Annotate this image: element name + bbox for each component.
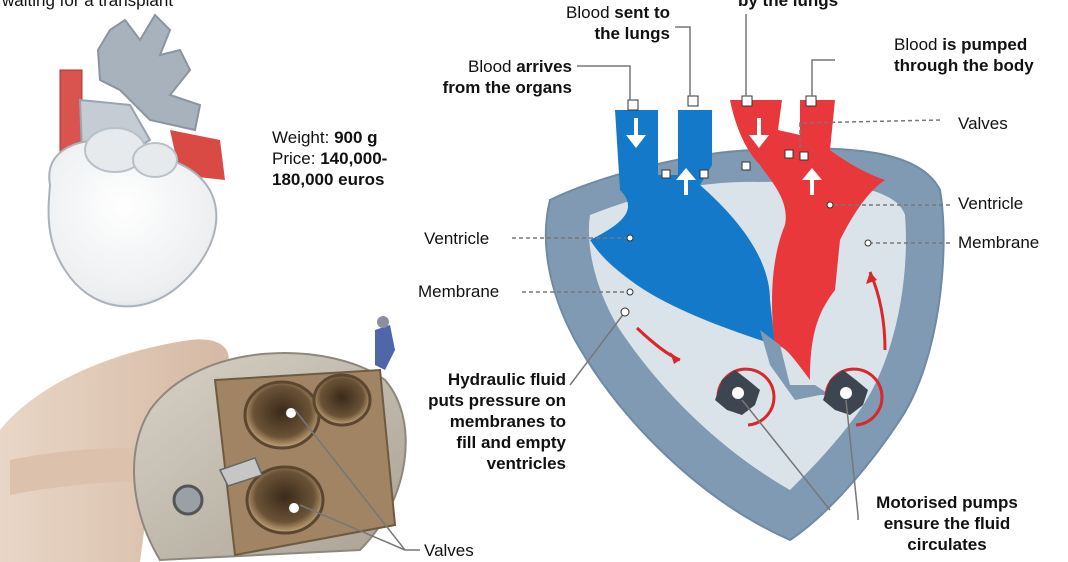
leader-dot [621,308,629,316]
valve-square [688,96,698,106]
label-membrane-left: Membrane [418,281,499,302]
leader-dot [627,235,633,241]
motorised-line-3: circulates [907,535,986,554]
label-hydraulic: Hydraulic fluid puts pressure on membran… [400,369,566,474]
hydraulic-line-1: Hydraulic fluid [448,370,566,389]
label-valves-bottom: Valves [424,540,474,561]
valve-square [700,170,708,178]
leader-valves-bottom-2 [300,505,405,550]
hydraulic-line-2: puts pressure on [428,391,566,410]
valve-square [806,96,816,106]
valve-square [742,96,752,106]
leader-dot [865,240,871,246]
hydraulic-line-3: membranes to [450,412,566,431]
hydraulic-line-4: fill and empty [456,433,566,452]
label-sent-lungs-1: Blood [566,3,609,22]
leader-arrives [577,66,630,100]
leader-dot [627,289,633,295]
leader-pumped [812,60,835,96]
label-pumped-2: is pumped [942,35,1027,54]
label-ventricle-left: Ventricle [424,228,489,249]
label-pumped-3: through the body [894,56,1034,75]
label-motorised: Motorised pumps ensure the fluid circula… [862,492,1032,555]
label-sent-lungs-3: the lungs [594,24,670,43]
leader-dot [827,202,833,208]
valve-square [742,162,750,170]
label-arrives-2: arrives [516,57,572,76]
hydraulic-line-5: ventricles [487,454,566,473]
label-pumped: Blood is pumped through the body [894,34,1034,76]
leader-sent-lungs [675,27,690,96]
label-arrives-1: Blood [468,57,511,76]
valve-square [785,150,793,158]
label-valves-right: Valves [958,113,1008,134]
label-pumped-1: Blood [894,35,937,54]
valve-square [628,100,638,110]
label-arrives-3: from the organs [443,78,572,97]
valve-square [662,170,670,178]
label-sent-lungs-2: sent to [614,3,670,22]
valve-square [800,152,808,160]
label-sent-lungs: Blood sent to the lungs [540,2,670,44]
label-ventricle-right: Ventricle [958,193,1023,214]
label-membrane-right: Membrane [958,232,1039,253]
motorised-line-1: Motorised pumps [876,493,1018,512]
motorised-line-2: ensure the fluid [884,514,1011,533]
label-arrives: Blood arrives from the organs [390,56,572,98]
